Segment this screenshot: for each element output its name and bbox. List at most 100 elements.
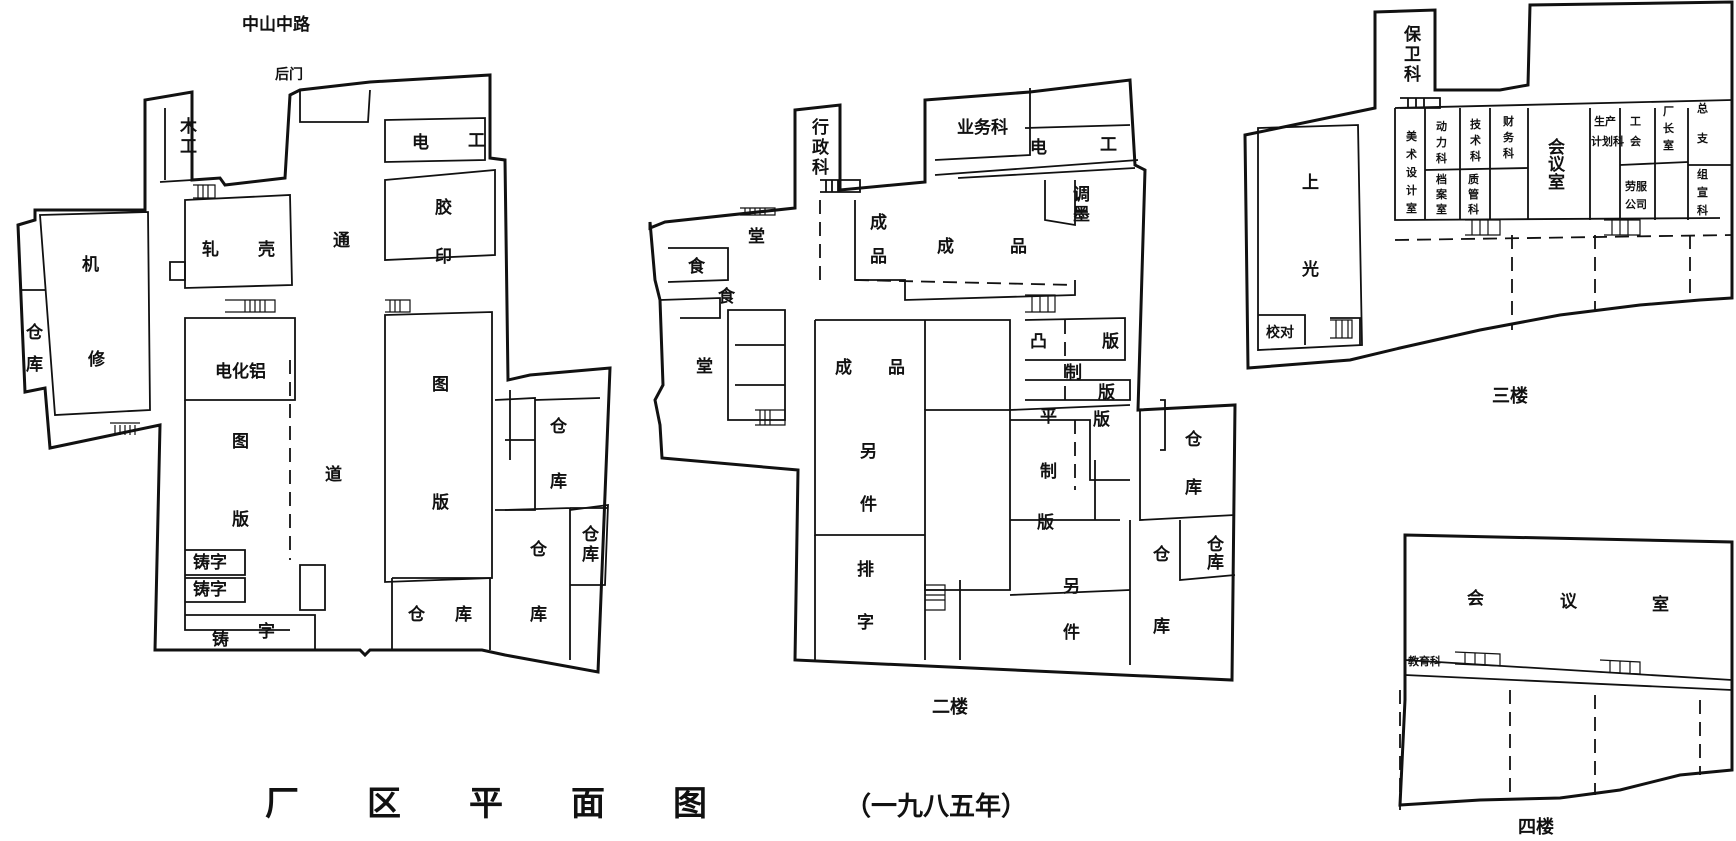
archives-3: 室 <box>1436 202 1447 216</box>
union-1: 工 <box>1630 115 1641 128</box>
business-dept: 业务科 <box>957 117 1008 138</box>
machine-repair-1: 机 <box>82 254 99 275</box>
type-casting-1: 铸字 <box>193 552 227 573</box>
gf-storage-rm-1: 仓 <box>529 539 548 560</box>
sf-electrician-2: 工 <box>1100 135 1117 155</box>
fg-big-1: 成 <box>937 236 954 257</box>
third-floor-plan <box>1243 0 1734 370</box>
labor-co-2: 公司 <box>1625 198 1647 211</box>
offset-print-2: 印 <box>435 247 452 267</box>
corridor-1: 通 <box>333 231 350 251</box>
sf-storage-2a: 仓 <box>1206 534 1225 555</box>
rolling-2: 壳 <box>257 239 275 260</box>
glazing-2: 光 <box>1301 259 1319 280</box>
big-plate-2: 版 <box>432 492 449 513</box>
party-branch-2: 支 <box>1696 131 1709 145</box>
misc-parts-2b: 件 <box>1063 622 1080 643</box>
security-1: 保 <box>1403 24 1422 45</box>
sf-storage-1b: 库 <box>1185 477 1202 498</box>
street-name: 中山中路 <box>242 14 311 35</box>
fg-small-2: 品 <box>870 247 887 267</box>
security-2: 卫 <box>1404 45 1421 65</box>
quality-3: 科 <box>1468 202 1479 216</box>
canteen-4: 堂 <box>696 356 713 377</box>
relief-plate-3: 制 <box>1065 362 1082 383</box>
type-casting-2: 铸字 <box>193 579 227 600</box>
admin-1: 行 <box>811 117 829 138</box>
fg-big-2: 品 <box>1010 237 1027 257</box>
woodwork-label-2: 工 <box>180 137 197 157</box>
relief-plate-2: 版 <box>1102 331 1119 352</box>
finance-3: 科 <box>1503 146 1514 160</box>
quality-1: 质 <box>1468 172 1479 186</box>
gf-electrician-1: 电 <box>412 132 429 153</box>
sf-storage-3b: 库 <box>1153 616 1170 637</box>
offset-print-1: 胶 <box>435 197 452 218</box>
plate-making-2: 版 <box>232 509 249 530</box>
glazing-1: 上 <box>1302 173 1319 193</box>
gf-storage-left-2: 库 <box>26 354 43 375</box>
sf-storage-1a: 仓 <box>1184 429 1203 450</box>
power-1: 动 <box>1436 119 1447 133</box>
ink-mixing-1: 调 <box>1073 185 1090 205</box>
art-design-2: 术 <box>1405 147 1417 161</box>
gf-electrician-2: 工 <box>468 131 485 151</box>
technical-1: 技 <box>1470 117 1482 131</box>
typesetting-1: 排 <box>857 559 874 580</box>
quality-2: 管 <box>1468 187 1479 201</box>
sf-storage-2b: 库 <box>1207 552 1224 573</box>
big-plate-1: 图 <box>432 375 449 395</box>
canteen-1: 食 <box>688 256 706 277</box>
gf-storage-rt-1: 仓 <box>549 416 568 437</box>
rolling-1: 轧 <box>202 239 219 260</box>
finance-1: 财 <box>1502 114 1514 128</box>
fourth-floor-caption: 四楼 <box>1518 816 1554 838</box>
production-2: 计划科 <box>1591 134 1624 148</box>
fg-small-1: 成 <box>870 212 887 233</box>
corridor-2: 道 <box>325 464 342 485</box>
plate-make-1: 制 <box>1040 461 1057 482</box>
union-2: 会 <box>1630 134 1642 148</box>
gf-storage-re-2: 库 <box>582 544 599 565</box>
misc-parts-2a: 另 <box>1063 577 1080 597</box>
fourth-floor-plan <box>1398 533 1734 810</box>
canteen-3: 食 <box>718 286 736 307</box>
flat-plate-2: 版 <box>1093 409 1110 430</box>
canteen-2: 堂 <box>748 226 765 247</box>
plan-year: （一九八五年） <box>845 791 1027 822</box>
sf-electrician-1: 电 <box>1030 137 1047 158</box>
security-3: 科 <box>1404 64 1421 85</box>
sf-storage-3a: 仓 <box>1152 544 1171 565</box>
third-floor-caption: 三楼 <box>1492 385 1528 407</box>
plate-make-2: 版 <box>1037 512 1054 533</box>
ink-mixing-2: 墨 <box>1073 205 1090 225</box>
relief-plate-1: 凸 <box>1030 332 1047 352</box>
proofreading: 校对 <box>1266 324 1294 341</box>
power-3: 科 <box>1436 151 1447 165</box>
type-casting-3a: 铸 <box>212 629 229 650</box>
anodizing-label: 电化铝 <box>215 361 266 382</box>
plan-title: 厂 区 平 面 图 <box>265 784 707 824</box>
tf-meeting-3: 室 <box>1548 172 1565 193</box>
organization-1: 组 <box>1697 167 1708 181</box>
finance-2: 务 <box>1503 130 1515 144</box>
gf-storage-left-1: 仓 <box>25 322 44 343</box>
second-floor-caption: 二楼 <box>932 696 968 718</box>
ff-meeting-2: 议 <box>1560 592 1578 612</box>
misc-parts-1b: 件 <box>860 494 877 515</box>
relief-plate-4: 版 <box>1098 382 1115 403</box>
plate-making-1: 图 <box>232 432 249 452</box>
director-3: 室 <box>1663 138 1674 152</box>
ff-meeting-1: 会 <box>1467 588 1484 609</box>
gf-storage-re-1: 仓 <box>581 524 600 545</box>
tf-meeting-1: 会 <box>1548 137 1565 158</box>
typesetting-2: 字 <box>857 612 874 633</box>
archives-1: 档 <box>1436 172 1447 186</box>
admin-3: 科 <box>812 157 829 178</box>
type-casting-3b: 字 <box>258 621 275 642</box>
back-gate-label: 后门 <box>275 66 303 83</box>
art-design-3: 设 <box>1406 165 1418 179</box>
woodwork-label-1: 木 <box>179 116 198 137</box>
second-floor-plan <box>648 78 1237 682</box>
